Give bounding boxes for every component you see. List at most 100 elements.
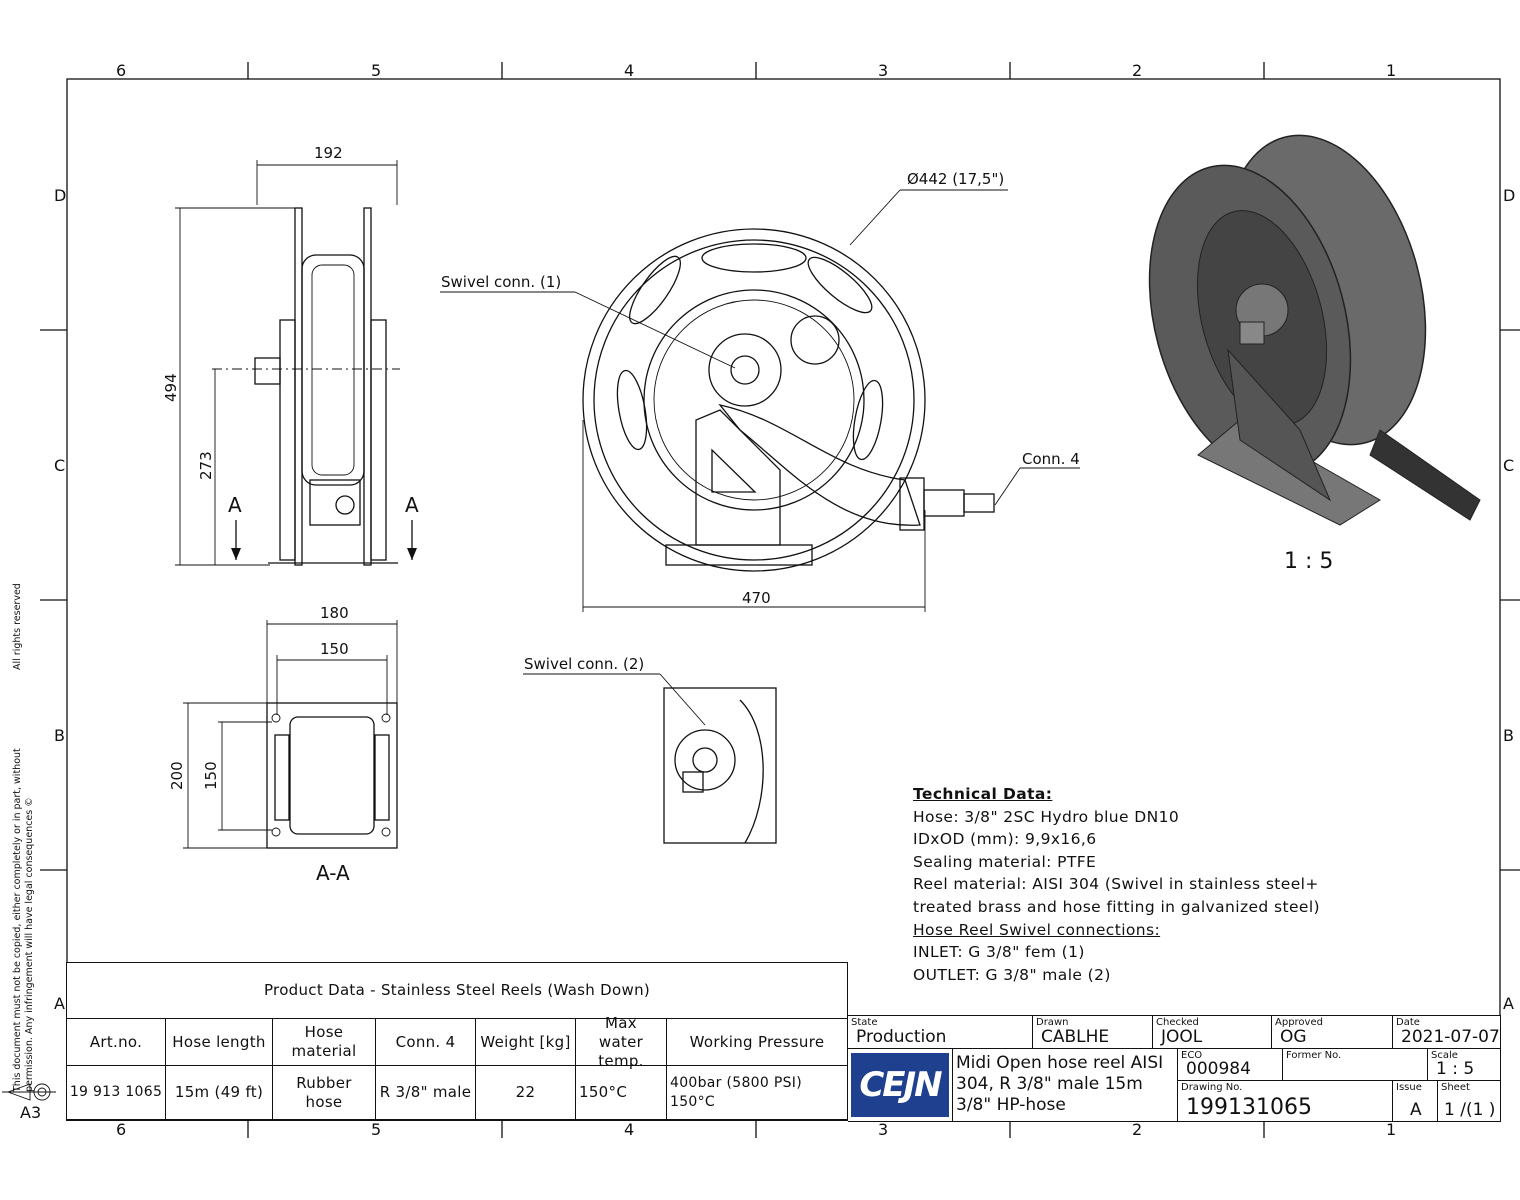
- approved-value: OG: [1280, 1027, 1307, 1047]
- technical-data-title: Technical Data:: [913, 785, 1053, 803]
- header-conn-4: Conn. 4: [376, 1019, 476, 1066]
- cell-art-no: 19 913 1065: [67, 1066, 166, 1120]
- field-sheet: Sheet 1 /(1 ): [1438, 1081, 1501, 1122]
- issue-value: A: [1410, 1100, 1422, 1120]
- cell-max-temp: 150°C: [576, 1066, 667, 1120]
- eco-label: ECO: [1181, 1050, 1203, 1061]
- zone-col-3-bottom: 3: [878, 1120, 888, 1139]
- side-view: [175, 160, 417, 566]
- connection-outlet: OUTLET: G 3/8" male (2): [913, 965, 1111, 984]
- zone-labels: 6 5 4 3 2 1 6 5 4 3 2 1 D C B A D C B A: [54, 61, 1515, 1139]
- section-title: A-A: [316, 861, 350, 885]
- section-mark-left: A: [228, 493, 242, 517]
- zone-col-1-bottom: 1: [1386, 1120, 1396, 1139]
- detail-view: [523, 673, 777, 844]
- checked-label: Checked: [1156, 1017, 1199, 1028]
- legal-notice: This document must not be copied, either…: [12, 572, 36, 1092]
- tech-line: treated brass and hose fitting in galvan…: [913, 897, 1320, 916]
- scale-label: Scale: [1431, 1050, 1458, 1061]
- section-view: [183, 620, 398, 849]
- dim-side-axis: 273: [197, 451, 215, 480]
- eco-value: 000984: [1186, 1059, 1251, 1079]
- dim-side-width: 192: [314, 144, 343, 162]
- dim-section-inner-height: 150: [202, 761, 220, 790]
- zone-row-a-right: A: [1503, 994, 1514, 1013]
- zone-col-4-bottom: 4: [624, 1120, 634, 1139]
- cell-working-pressure: 400bar (5800 PSI) 150°C: [667, 1066, 848, 1120]
- header-max-temp: Max water temp.: [576, 1014, 667, 1070]
- state-label: State: [851, 1017, 878, 1028]
- zone-col-4: 4: [624, 61, 634, 80]
- zone-row-c: C: [54, 456, 65, 475]
- zone-row-a: A: [54, 994, 65, 1013]
- zone-col-5: 5: [371, 61, 381, 80]
- connection-inlet: INLET: G 3/8" fem (1): [913, 943, 1085, 962]
- zone-col-5-bottom: 5: [371, 1120, 381, 1139]
- dim-diameter: Ø442 (17,5"): [907, 170, 1004, 188]
- zone-row-b-right: B: [1503, 726, 1514, 745]
- sheet-label: Sheet: [1441, 1082, 1470, 1093]
- sheet-size: A3: [20, 1103, 41, 1122]
- field-former-no: Former No.: [1283, 1049, 1428, 1081]
- tech-line: IDxOD (mm): 9,9x16,6: [913, 830, 1097, 849]
- header-weight: Weight [kg]: [476, 1019, 576, 1066]
- cell-weight: 22: [476, 1066, 576, 1120]
- dim-section-outer-height: 200: [168, 761, 186, 790]
- date-value: 2021-07-07: [1401, 1027, 1500, 1047]
- drawing-no-value: 199131065: [1186, 1095, 1312, 1120]
- iso-scale: 1 : 5: [1284, 549, 1333, 574]
- drawing-no-label: Drawing No.: [1181, 1082, 1243, 1093]
- state-value: Production: [856, 1027, 947, 1047]
- zone-col-6-bottom: 6: [116, 1120, 126, 1139]
- section-mark-right: A: [405, 493, 419, 517]
- front-view: [440, 189, 1080, 612]
- field-drawing-no: Drawing No. 199131065: [1178, 1081, 1393, 1122]
- checked-value: JOOL: [1161, 1027, 1203, 1047]
- callout-conn-4: Conn. 4: [1022, 450, 1080, 468]
- zone-row-d: D: [54, 186, 66, 205]
- cell-conn-4: R 3/8" male: [376, 1066, 476, 1120]
- sheet-value: 1 /(1 ): [1444, 1100, 1496, 1120]
- rights-reserved: All rights reserved: [12, 583, 23, 670]
- header-hose-length: Hose length: [166, 1019, 273, 1066]
- approved-label: Approved: [1275, 1017, 1323, 1028]
- cell-hose-material: Rubber hose: [273, 1066, 376, 1120]
- drawn-label: Drawn: [1036, 1017, 1069, 1028]
- zone-col-1: 1: [1386, 61, 1396, 80]
- header-working-pressure: Working Pressure: [667, 1019, 848, 1066]
- zone-row-b: B: [54, 726, 65, 745]
- callout-swivel-conn-1: Swivel conn. (1): [441, 273, 561, 291]
- issue-label: Issue: [1396, 1082, 1422, 1093]
- header-art-no: Art.no.: [67, 1019, 166, 1066]
- cejn-logo: CEJN: [848, 1049, 953, 1122]
- tech-line: Sealing material: PTFE: [913, 852, 1097, 871]
- date-label: Date: [1396, 1017, 1420, 1028]
- dim-front-width: 470: [742, 589, 771, 607]
- product-table-title: Product Data - Stainless Steel Reels (Wa…: [67, 963, 848, 1019]
- tech-line: Hose: 3/8" 2SC Hydro blue DN10: [913, 807, 1180, 826]
- dim-section-inner-width: 150: [320, 640, 349, 658]
- former-label: Former No.: [1286, 1050, 1342, 1061]
- scale-value: 1 : 5: [1436, 1059, 1475, 1079]
- logo-text: CEJN: [851, 1053, 949, 1117]
- drawn-value: CABLHE: [1041, 1027, 1110, 1047]
- zone-row-c-right: C: [1503, 456, 1514, 475]
- zone-col-2: 2: [1132, 61, 1142, 80]
- dim-section-outer-width: 180: [320, 604, 349, 622]
- technical-data: Technical Data: Hose: 3/8" 2SC Hydro blu…: [913, 783, 1320, 986]
- description: Midi Open hose reel AISI 304, R 3/8" mal…: [953, 1049, 1178, 1122]
- zone-col-6: 6: [116, 61, 126, 80]
- dim-side-height: 494: [162, 373, 180, 402]
- header-hose-material: Hose material: [273, 1019, 376, 1066]
- callout-swivel-conn-2: Swivel conn. (2): [524, 655, 644, 673]
- zone-row-d-right: D: [1503, 186, 1515, 205]
